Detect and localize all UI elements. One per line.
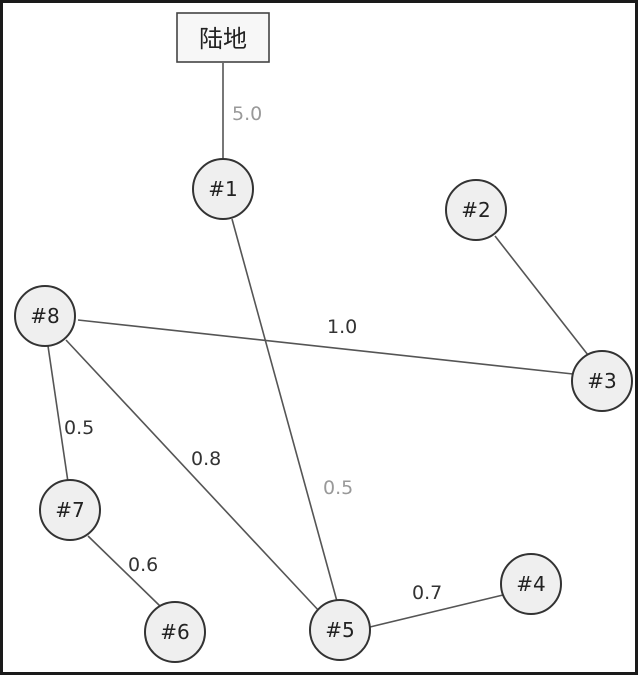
edge-8-7 [47, 345, 69, 483]
edge-label-1-5: 0.5 [323, 477, 353, 499]
node-label: #1 [208, 177, 237, 201]
edge-label-7-6: 0.6 [128, 554, 158, 576]
edge-5-4 [369, 594, 504, 628]
node-label: #5 [325, 618, 354, 642]
node-2: #2 [445, 179, 507, 241]
node-label: #8 [30, 304, 59, 328]
node-3: #3 [571, 350, 633, 412]
node-label: #3 [587, 369, 616, 393]
edge-label-8-7: 0.5 [64, 417, 94, 439]
edge-8-3 [77, 319, 574, 375]
node-label: #6 [160, 620, 189, 644]
edge-label-5-4: 0.7 [412, 582, 442, 604]
node-label: #2 [461, 198, 490, 222]
node-7: #7 [39, 479, 101, 541]
edge-1-5 [231, 218, 339, 606]
edge-label-8-3: 1.0 [327, 316, 357, 338]
node-4: #4 [500, 553, 562, 615]
edge-label-land-1: 5.0 [232, 103, 262, 125]
edge-label-8-5: 0.8 [191, 448, 221, 470]
node-6: #6 [144, 601, 206, 663]
edge-2-3 [494, 235, 589, 356]
edge-7-6 [87, 535, 161, 607]
edge-8-5 [65, 339, 321, 613]
land-node: 陆地 [176, 12, 270, 63]
node-5: #5 [309, 599, 371, 661]
node-label: #4 [516, 572, 545, 596]
land-label: 陆地 [199, 25, 247, 53]
node-8: #8 [14, 285, 76, 347]
node-1: #1 [192, 158, 254, 220]
node-label: #7 [55, 498, 84, 522]
